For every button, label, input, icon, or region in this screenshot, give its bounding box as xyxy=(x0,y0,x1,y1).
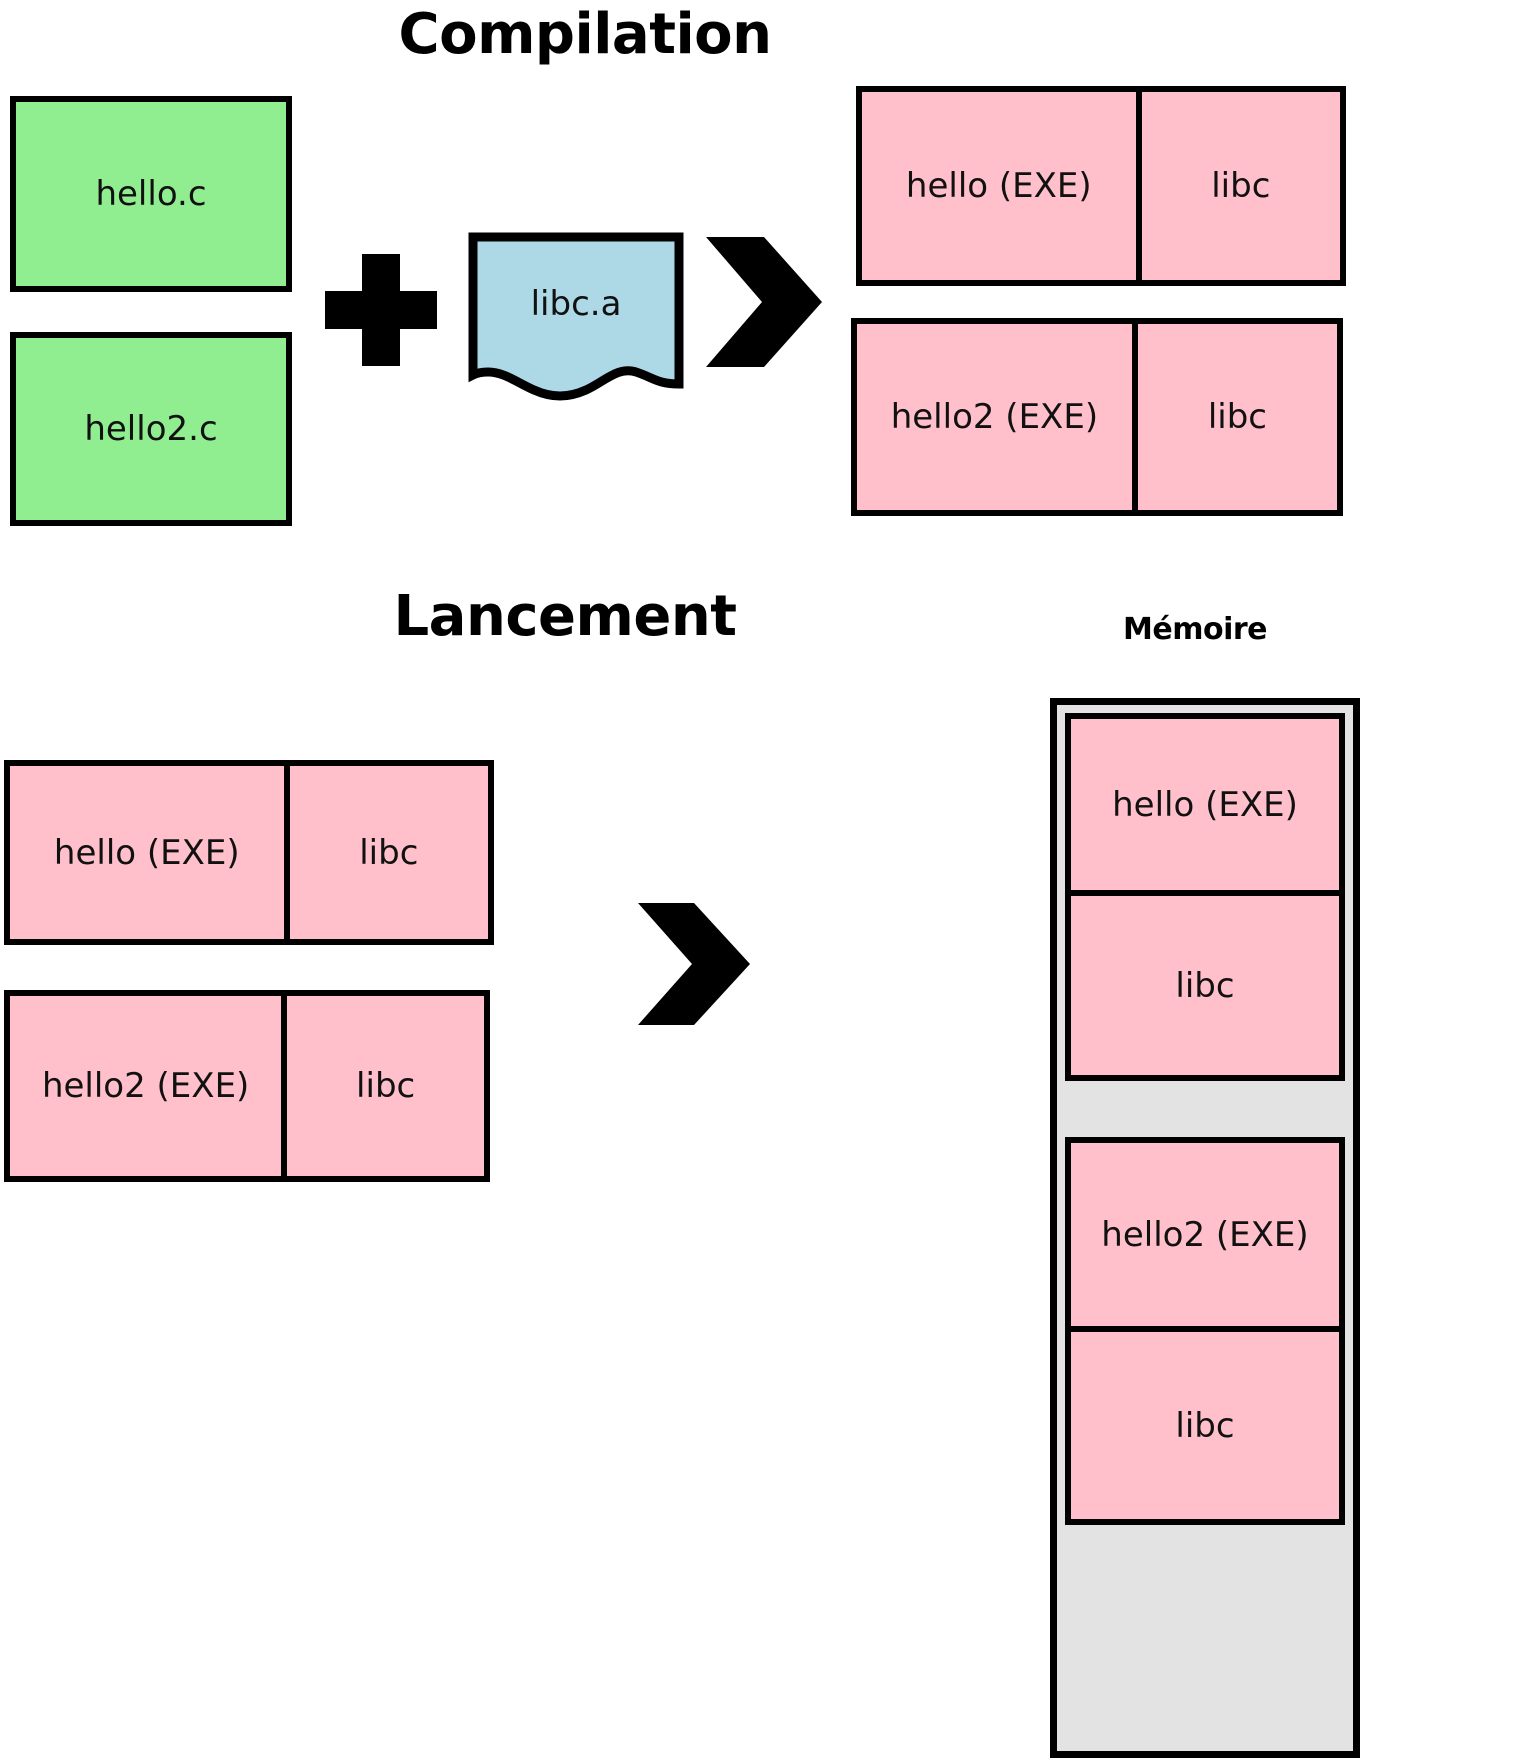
static-library-libc-a: libc.a xyxy=(468,232,684,404)
compilation-arrow-icon xyxy=(706,237,822,367)
memory-free-gap xyxy=(1065,1081,1345,1137)
document-shape-icon xyxy=(468,232,684,401)
running-binary-hello-exe-cell: hello (EXE) xyxy=(10,766,290,939)
static-library-libc-a-label: libc.a xyxy=(530,284,622,324)
binary-hello-exe-cell: hello (EXE) xyxy=(862,92,1142,280)
running-binary-hello2-with-libc: hello2 (EXE) libc xyxy=(4,990,490,1182)
binary-hello2-with-libc: hello2 (EXE) libc xyxy=(851,318,1343,516)
memory-block-hello-exe: hello (EXE) xyxy=(1065,713,1345,893)
section-title-memoire: Mémoire xyxy=(1123,612,1268,647)
source-file-hello2-c-label: hello2.c xyxy=(84,409,218,449)
plus-icon xyxy=(325,254,437,366)
running-binary-hello2-exe-cell: hello2 (EXE) xyxy=(10,996,288,1176)
memory-block-libc-2: libc xyxy=(1065,1329,1345,1525)
lancement-arrow-icon xyxy=(638,903,750,1025)
binary-hello2-libc-cell: libc xyxy=(1207,397,1267,437)
section-title-compilation: Compilation xyxy=(398,2,773,67)
binary-hello-with-libc: hello (EXE) libc xyxy=(856,86,1346,286)
memory-container: hello (EXE) libc hello2 (EXE) libc xyxy=(1050,698,1360,1758)
running-binary-hello-libc-cell: libc xyxy=(359,832,419,873)
section-title-lancement: Lancement xyxy=(393,584,737,649)
source-file-hello-c: hello.c xyxy=(10,96,292,292)
running-binary-hello2-libc-cell: libc xyxy=(356,1066,416,1106)
source-file-hello-c-label: hello.c xyxy=(95,174,207,214)
running-binary-hello-with-libc: hello (EXE) libc xyxy=(4,760,494,945)
plus-icon-horizontal-bar xyxy=(325,291,437,329)
memory-block-libc-1: libc xyxy=(1065,893,1345,1081)
binary-hello-libc-cell: libc xyxy=(1211,166,1271,206)
binary-hello2-exe-cell: hello2 (EXE) xyxy=(857,324,1138,510)
source-file-hello2-c: hello2.c xyxy=(10,332,292,526)
memory-block-hello2-exe: hello2 (EXE) xyxy=(1065,1137,1345,1329)
